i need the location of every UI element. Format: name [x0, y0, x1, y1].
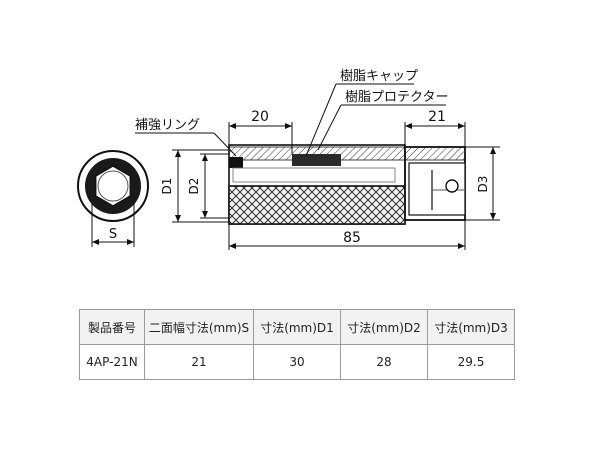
dim-s-label: S: [109, 227, 117, 242]
dim-85: 85: [228, 220, 466, 250]
socket-side-view: [228, 144, 466, 225]
end-view-bore: [97, 170, 129, 202]
callout-resin-cap-label: 樹脂キャップ: [340, 69, 418, 84]
dim-d1-label: D1: [160, 178, 174, 195]
dim-85-label: 85: [343, 230, 361, 246]
spec-cell-d2: 28: [340, 344, 428, 380]
spec-table: 製品番号 二面幅寸法(mm)S 寸法(mm)D1 寸法(mm)D2 寸法(mm)…: [79, 309, 515, 380]
dim-d3-label: D3: [476, 176, 490, 193]
dim-d1: D1: [160, 149, 229, 223]
socket-head-hatch: [404, 146, 466, 161]
technical-drawing: S 補強リング 樹脂キャップ 樹脂プロテクター: [77, 69, 500, 250]
callout-resin-protector-label: 樹脂プロテクター: [345, 90, 448, 105]
spec-cell-width-s: 21: [144, 344, 254, 380]
spec-header-product-number: 製品番号: [79, 309, 145, 345]
end-view-hex-opening: [94, 165, 132, 207]
spec-header-width-s: 二面幅寸法(mm)S: [144, 309, 254, 345]
dim-21-label: 21: [428, 109, 446, 125]
callout-resin-cap: 樹脂キャップ: [305, 69, 418, 157]
spec-cell-d3: 29.5: [427, 344, 515, 380]
spec-cell-d1: 30: [253, 344, 341, 380]
reinforcement-ring: [229, 157, 243, 168]
spec-header-d3: 寸法(mm)D3: [427, 309, 515, 345]
callout-reinforcement-ring-label: 補強リング: [135, 118, 200, 133]
callout-reinforcement-ring: 補強リング: [135, 118, 237, 157]
callout-resin-protector: 樹脂プロテクター: [317, 90, 448, 151]
socket-head-ball-hole: [445, 179, 459, 193]
spec-header-d1: 寸法(mm)D1: [253, 309, 341, 345]
spec-cell-product-number: 4AP-21N: [79, 344, 145, 380]
spec-header-d2: 寸法(mm)D2: [340, 309, 428, 345]
dim-d3: D3: [465, 146, 500, 221]
dim-20: 20: [228, 109, 293, 154]
dim-d2-label: D2: [187, 178, 201, 195]
knurled-grip: [228, 185, 406, 225]
spec-table-row: 4AP-21N 21 30 28 29.5: [79, 344, 515, 380]
dim-21: 21: [404, 109, 466, 147]
spec-table-header-row: 製品番号 二面幅寸法(mm)S 寸法(mm)D1 寸法(mm)D2 寸法(mm)…: [79, 309, 515, 345]
resin-cap: [292, 154, 341, 166]
socket-end-view: S: [77, 150, 149, 247]
dim-d2: D2: [187, 153, 229, 219]
dim-20-label: 20: [251, 109, 269, 125]
inner-bore: [232, 167, 396, 183]
